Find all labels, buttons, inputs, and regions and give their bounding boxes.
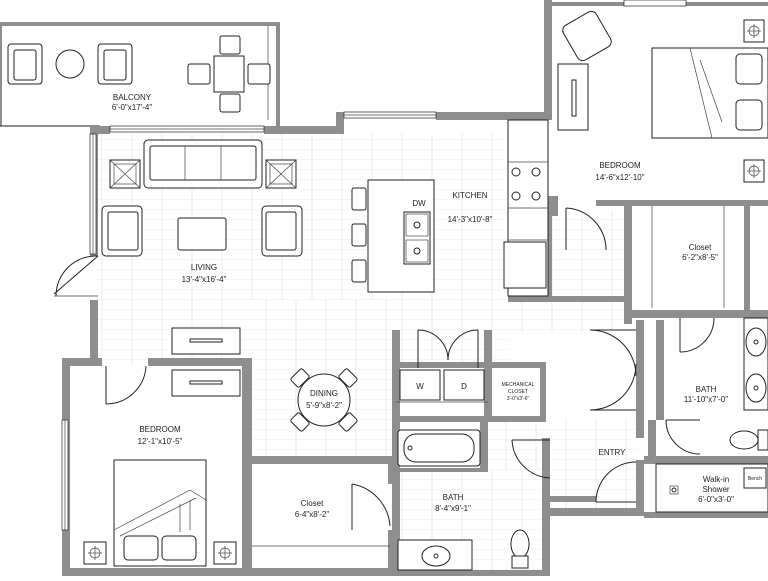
- bedroom-2-label: BEDROOM: [139, 425, 181, 434]
- kitchen-fixtures: DW: [351, 119, 549, 297]
- closet-main-dims: 6'-2"x8'-5": [682, 253, 718, 262]
- main-bath-fixtures: Bench: [655, 317, 768, 513]
- nightstand-top: [743, 19, 765, 43]
- dryer-label: D: [461, 382, 467, 391]
- closet-2-dims: 6-4"x8'-2": [295, 510, 329, 519]
- bed-main: [651, 47, 768, 139]
- mech-closet-dims: 3'-0"x3'-6": [507, 396, 530, 402]
- living-furniture: [101, 139, 303, 355]
- doors: [53, 207, 715, 530]
- tile-floor: [96, 120, 637, 570]
- shower-dims: 6'-0"x3'-0": [698, 495, 734, 504]
- sofa: [143, 139, 263, 189]
- dresser: [171, 369, 241, 397]
- nightstand-left: [83, 541, 107, 565]
- bedroom-desk: [557, 63, 589, 131]
- dining-dims: 5'-9"x8'-2": [306, 401, 342, 410]
- living-label: LIVING: [191, 263, 217, 272]
- bedroom-armchair: [562, 10, 612, 62]
- main-bedroom-furniture: [557, 10, 768, 183]
- main-closet: [651, 206, 725, 308]
- balcony-chair-right: [97, 43, 133, 85]
- windows: [61, 0, 687, 531]
- refrigerator: [503, 241, 547, 289]
- bench-label: Bench: [748, 476, 762, 482]
- cooktop: [511, 167, 541, 201]
- bath-main-dims: 11'-10"x7'-0": [684, 395, 728, 404]
- coffee-table: [177, 217, 227, 251]
- closet-main-label: Closet: [689, 243, 712, 252]
- armchair-left: [101, 205, 143, 257]
- bed-second: [113, 459, 207, 567]
- end-table-right: [265, 159, 297, 189]
- living-dims: 13'-4"x16'-4": [182, 275, 227, 284]
- dining-table-set: [290, 368, 358, 432]
- end-table-left: [109, 159, 141, 189]
- dishwasher-label: DW: [412, 199, 426, 208]
- bath-2-fixtures: [397, 429, 530, 571]
- sink-top: [745, 327, 767, 357]
- armchair-right: [261, 205, 303, 257]
- bath-main-label: BATH: [696, 385, 717, 394]
- dining-label: DINING: [310, 389, 338, 398]
- bedroom-main-dims: 14'-6"x12'-10": [595, 173, 644, 182]
- vanity-sink: [397, 539, 473, 571]
- closet-2-label: Closet: [301, 499, 324, 508]
- balcony-side-table: [55, 49, 85, 79]
- mech-closet-label-1: MECHANICAL: [502, 382, 535, 388]
- bedroom-main-label: BEDROOM: [599, 161, 641, 170]
- balcony-chair-left: [7, 43, 43, 85]
- mech-closet-label-2: CLOSET: [508, 389, 528, 395]
- nightstand-right: [213, 541, 237, 565]
- kitchen-island: [367, 179, 435, 293]
- walk-in-shower: [655, 463, 768, 513]
- balcony-dining-set: [187, 35, 271, 113]
- toilet-main: [729, 429, 768, 451]
- kitchen-dims: 14'-3"x10'-8": [448, 215, 493, 224]
- washer-label: W: [416, 382, 424, 391]
- laundry: [396, 369, 488, 403]
- kitchen-label: KITCHEN: [452, 191, 487, 200]
- bathtub: [397, 429, 481, 467]
- media-console: [171, 327, 241, 355]
- second-bedroom-furniture: [83, 369, 241, 567]
- balcony-label: BALCONY: [113, 93, 152, 102]
- bedroom-2-dims: 12'-1"x10'-5": [138, 437, 183, 446]
- shower-label-1: Walk-in: [703, 475, 729, 484]
- toilet-2: [510, 529, 530, 569]
- entry-label: ENTRY: [599, 448, 627, 457]
- balcony-dims: 6'-0"x17'-4": [112, 103, 152, 112]
- bar-stools: [351, 187, 367, 283]
- sink-bottom: [745, 373, 767, 403]
- balcony: BALCONY 6'-0"x17'-4": [0, 22, 280, 127]
- bath-2-label: BATH: [443, 493, 464, 502]
- nightstand-bottom: [743, 159, 765, 183]
- shower-label-2: Shower: [702, 485, 729, 494]
- bath-2-dims: 8'-4"x9'-1": [435, 504, 471, 513]
